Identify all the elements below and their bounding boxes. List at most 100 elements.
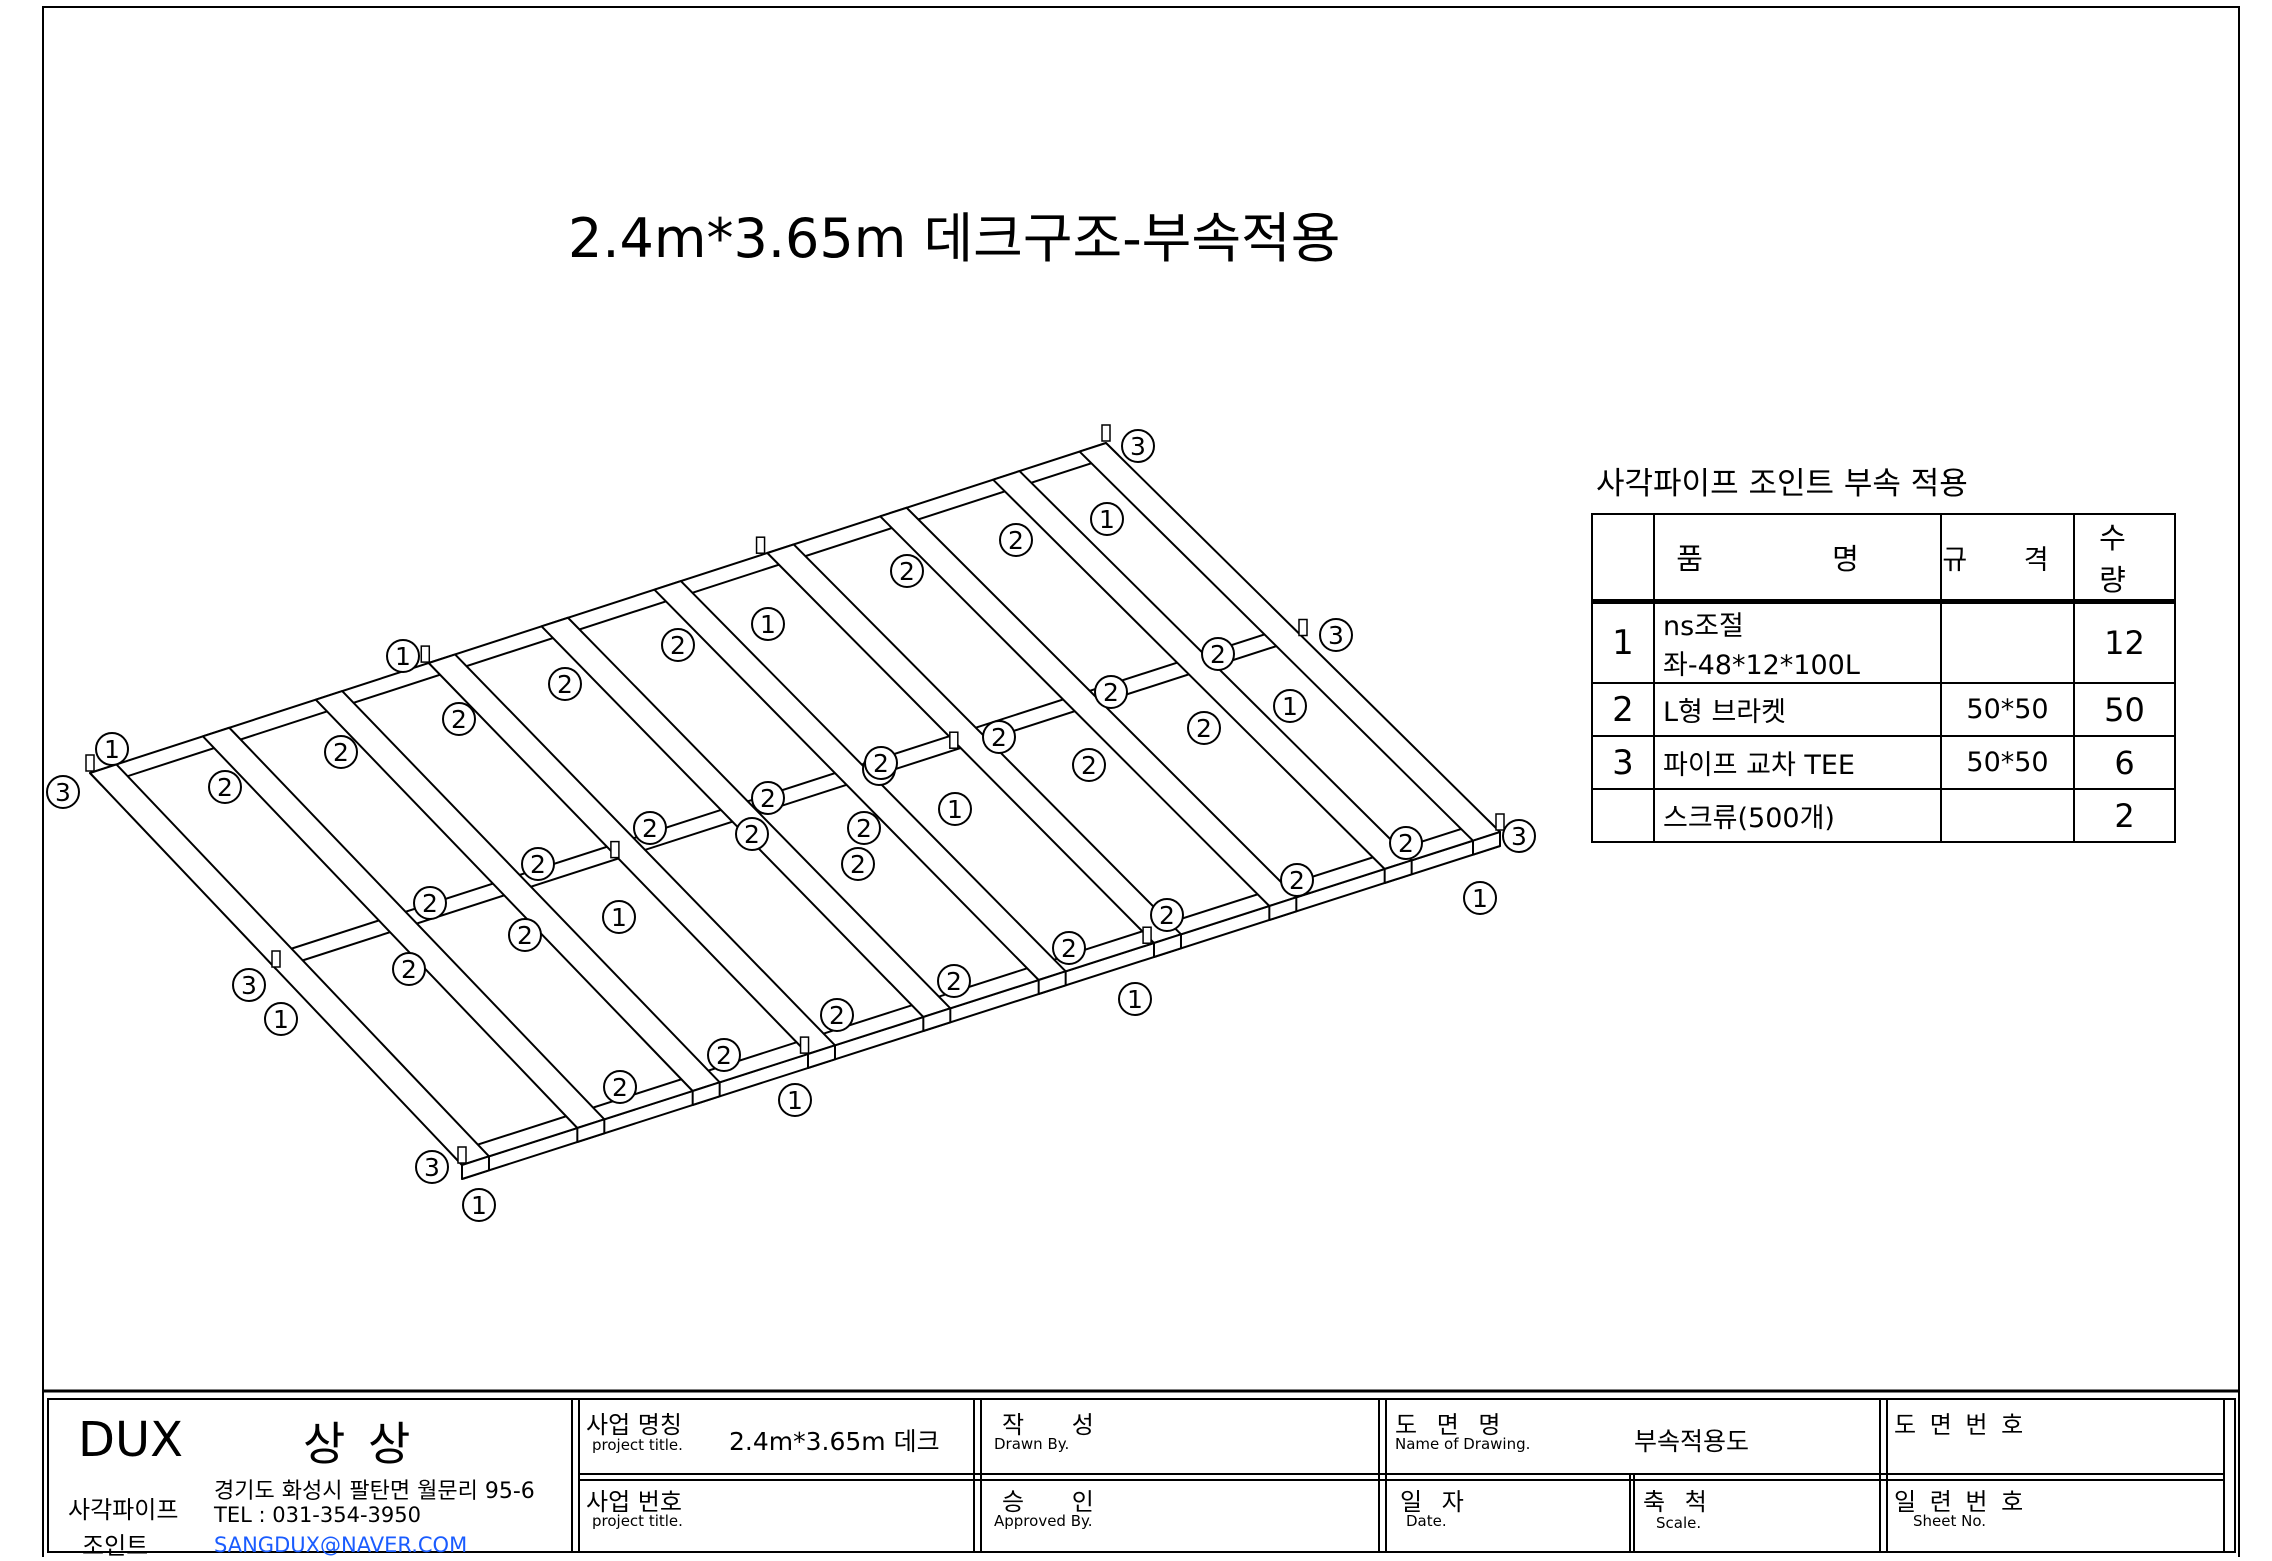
callout-two: 2: [548, 667, 582, 701]
callout-circle: [1502, 819, 1536, 853]
callout-number: 2: [716, 1041, 732, 1070]
leveling-foot: [799, 1036, 810, 1054]
callout-two: 2: [751, 781, 785, 815]
callout-number: 1: [1099, 505, 1115, 534]
callout-two: 2: [1052, 931, 1086, 965]
leveling-foot: [420, 645, 431, 663]
callout-one: 1: [1273, 689, 1307, 723]
callout-circle: [208, 770, 242, 804]
callout-two: 2: [1280, 863, 1314, 897]
drawing-name-label: 도 면 명: [1395, 1411, 1507, 1439]
callout-number: 1: [1282, 692, 1298, 721]
callout-number: 1: [787, 1086, 803, 1115]
callout-number: 2: [451, 705, 467, 734]
product-line-1: 사각파이프: [68, 1496, 179, 1524]
callout-number: 2: [946, 967, 962, 996]
drawn-sub: Drawn By.: [994, 1435, 1070, 1453]
callout-number: 2: [1210, 640, 1226, 669]
callout-number: 2: [557, 670, 573, 699]
leveling-foot: [457, 1146, 467, 1164]
cross-joist-front-face: [461, 1155, 490, 1180]
callout-two: 2: [735, 817, 769, 851]
callout-number: 2: [899, 557, 915, 586]
leveling-foot: [1142, 926, 1152, 944]
callout-circle: [392, 952, 426, 986]
callout-two: 2: [392, 952, 426, 986]
cross-joist-front-face: [576, 1118, 606, 1143]
callout-one: 1: [938, 792, 972, 826]
callout-circle: [1273, 689, 1307, 723]
callout-circle: [982, 720, 1016, 754]
drawing-no-label: 도 면 번 호: [1894, 1411, 2027, 1439]
row-name: ns조절좌-48*12*100L: [1653, 600, 1942, 684]
row-qty: 12: [2073, 600, 2176, 684]
leveling-foot: [755, 536, 766, 554]
leveling-foot: [1298, 618, 1308, 637]
callout-one: 1: [1463, 881, 1497, 915]
table-row: 2 L형 브라켓 50*50 50: [1591, 682, 2176, 737]
callout-circle: [999, 523, 1033, 557]
company-email[interactable]: SANGDUX@NAVER.COM: [214, 1533, 468, 1557]
callout-circle: [1094, 675, 1128, 709]
callout-number: 2: [333, 738, 349, 767]
company-logo-text: DUX: [78, 1412, 183, 1468]
callout-circle: [386, 639, 420, 673]
callout-circle: [521, 847, 555, 881]
callout-number: 3: [424, 1153, 440, 1182]
callout-three: 3: [415, 1150, 449, 1184]
callout-circle: [890, 554, 924, 588]
callout-two: 2: [633, 811, 667, 845]
callout-number: 2: [401, 955, 417, 984]
callout-number: 1: [1472, 884, 1488, 913]
parts-table-header: 품 명 규 격 수 량: [1591, 513, 2176, 603]
callout-number: 2: [1398, 829, 1414, 858]
date-label: 일 자: [1400, 1488, 1470, 1516]
callout-two: 2: [847, 811, 881, 845]
callout-number: 2: [1289, 866, 1305, 895]
callout-number: 2: [1081, 751, 1097, 780]
callout-circle: [1118, 982, 1152, 1016]
callout-two: 2: [1094, 675, 1128, 709]
row-spec: 50*50: [1940, 682, 2075, 737]
callout-number: 2: [760, 784, 776, 813]
callout-circle: [864, 746, 898, 780]
callout-number: 2: [612, 1073, 628, 1102]
sheet-no-label: 일 련 번 호: [1894, 1488, 2027, 1516]
callout-circle: [841, 847, 875, 881]
cross-joist-front-face: [1472, 831, 1501, 856]
callout-two: 2: [324, 735, 358, 769]
cross-joist-front-face: [691, 1081, 721, 1106]
header-name: 품 명: [1653, 513, 1942, 603]
row-no: [1591, 788, 1655, 843]
date-sub: Date.: [1406, 1512, 1447, 1530]
cross-joist-front-face: [1383, 859, 1413, 884]
leveling-foot: [85, 754, 95, 772]
callout-circle: [1090, 502, 1124, 536]
scale-label: 축 척: [1643, 1488, 1713, 1516]
title-block-frame: [43, 1389, 2239, 1553]
callout-circle: [1280, 863, 1314, 897]
project-name-value: 2.4m*3.65m 데크: [729, 1427, 940, 1456]
row-qty: 6: [2073, 735, 2176, 790]
callout-two: 2: [1187, 711, 1221, 745]
drawing-name-sub: Name of Drawing.: [1395, 1435, 1531, 1453]
project-name-sub: project title.: [592, 1436, 683, 1454]
leveling-foot: [949, 731, 959, 749]
callout-two: 2: [603, 1070, 637, 1104]
row-name: 스크류(500개): [1653, 788, 1942, 843]
callout-number: 1: [611, 903, 627, 932]
callout-number: 1: [273, 1005, 289, 1034]
company-tel: TEL : 031-354-3950: [214, 1503, 421, 1527]
callout-one: 1: [1118, 982, 1152, 1016]
callout-two: 2: [661, 628, 695, 662]
callout-circle: [264, 1002, 298, 1036]
callout-number: 2: [856, 814, 872, 843]
callout-three: 3: [232, 968, 266, 1002]
drawing-title: 2.4m*3.65m 데크구조-부속적용: [568, 207, 1341, 270]
callout-circle: [1463, 881, 1497, 915]
table-row: 스크류(500개) 2: [1591, 788, 2176, 843]
row-no: 1: [1591, 600, 1655, 684]
callout-number: 3: [1511, 822, 1527, 851]
callout-number: 2: [744, 820, 760, 849]
callout-circle: [751, 781, 785, 815]
